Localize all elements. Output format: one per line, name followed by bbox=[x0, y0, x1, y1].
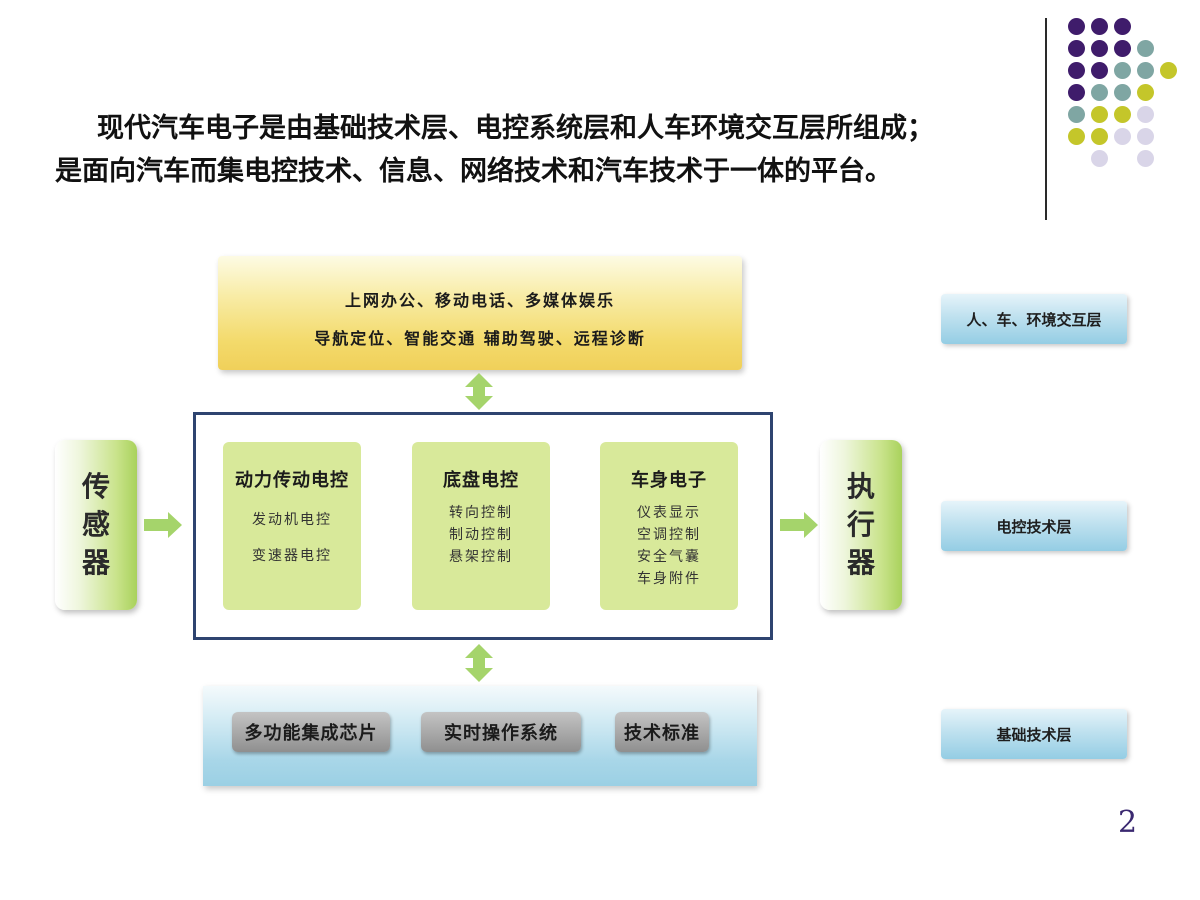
module-item: 转向控制 bbox=[449, 505, 513, 521]
intro-text: 现代汽车电子是由基础技术层、电控系统层和人车环境交互层所组成； 是面向汽车而集电… bbox=[55, 108, 1035, 193]
module-item: 制动控制 bbox=[449, 527, 513, 543]
decorative-dot bbox=[1137, 106, 1154, 123]
decorative-dot bbox=[1114, 40, 1131, 57]
label-interaction-layer: 人、车、环境交互层 bbox=[941, 294, 1127, 344]
sensor-char: 器 bbox=[81, 546, 110, 579]
module-item: 发动机电控 bbox=[252, 512, 332, 528]
up-down-arrow-icon bbox=[465, 644, 493, 682]
actuator-char: 器 bbox=[846, 546, 875, 579]
intro-line-1: 现代汽车电子是由基础技术层、电控系统层和人车环境交互层所组成； bbox=[97, 113, 934, 144]
control-system-frame: 动力传动电控 发动机电控 变速器电控 底盘电控 转向控制 制动控制 悬架控制 车… bbox=[193, 412, 773, 640]
decorative-dot bbox=[1114, 128, 1131, 145]
module-item: 空调控制 bbox=[637, 527, 701, 543]
decorative-dot bbox=[1068, 62, 1085, 79]
decorative-dot bbox=[1091, 40, 1108, 57]
module-title: 车身电子 bbox=[631, 470, 707, 491]
foundation-layer-box: 多功能集成芯片 实时操作系统 技术标准 bbox=[203, 686, 757, 786]
module-item: 车身附件 bbox=[637, 571, 701, 587]
header-divider bbox=[1045, 18, 1047, 220]
actuator-char: 执 bbox=[846, 470, 875, 503]
module-title: 动力传动电控 bbox=[235, 470, 349, 491]
decorative-dot bbox=[1091, 84, 1108, 101]
decorative-dot bbox=[1137, 150, 1154, 167]
module-item: 悬架控制 bbox=[449, 549, 513, 565]
decorative-dot-grid bbox=[1068, 18, 1188, 198]
decorative-dot bbox=[1137, 128, 1154, 145]
decorative-dot bbox=[1137, 84, 1154, 101]
decorative-dot bbox=[1091, 18, 1108, 35]
interaction-layer-box: 上网办公、移动电话、多媒体娱乐 导航定位、智能交通 辅助驾驶、远程诊断 bbox=[218, 256, 742, 370]
module-item: 安全气囊 bbox=[637, 549, 701, 565]
chip-rtos: 实时操作系统 bbox=[421, 712, 581, 752]
sensor-char: 感 bbox=[81, 508, 110, 541]
actuator-box: 执 行 器 bbox=[820, 440, 902, 610]
module-body-electronics: 车身电子 仪表显示 空调控制 安全气囊 车身附件 bbox=[600, 442, 738, 610]
right-arrow-icon bbox=[780, 512, 818, 538]
decorative-dot bbox=[1091, 150, 1108, 167]
decorative-dot bbox=[1114, 84, 1131, 101]
decorative-dot bbox=[1091, 62, 1108, 79]
decorative-dot bbox=[1091, 106, 1108, 123]
decorative-dot bbox=[1137, 40, 1154, 57]
module-chassis: 底盘电控 转向控制 制动控制 悬架控制 bbox=[412, 442, 550, 610]
decorative-dot bbox=[1068, 18, 1085, 35]
up-down-arrow-icon bbox=[465, 373, 493, 410]
decorative-dot bbox=[1091, 128, 1108, 145]
module-powertrain: 动力传动电控 发动机电控 变速器电控 bbox=[223, 442, 361, 610]
decorative-dot bbox=[1114, 18, 1131, 35]
chip-standards: 技术标准 bbox=[615, 712, 709, 752]
intro-line-2: 是面向汽车而集电控技术、信息、网络技术和汽车技术于一体的平台。 bbox=[55, 155, 892, 187]
decorative-dot bbox=[1114, 106, 1131, 123]
module-item: 仪表显示 bbox=[637, 505, 701, 521]
decorative-dot bbox=[1137, 62, 1154, 79]
label-control-layer: 电控技术层 bbox=[941, 501, 1127, 551]
sensor-char: 传 bbox=[81, 470, 110, 503]
decorative-dot bbox=[1068, 40, 1085, 57]
chip-multifunction-ic: 多功能集成芯片 bbox=[232, 712, 390, 752]
interaction-layer-line-2: 导航定位、智能交通 辅助驾驶、远程诊断 bbox=[314, 329, 646, 348]
label-foundation-layer: 基础技术层 bbox=[941, 709, 1127, 759]
decorative-dot bbox=[1068, 128, 1085, 145]
module-item: 变速器电控 bbox=[252, 548, 332, 564]
actuator-char: 行 bbox=[846, 508, 875, 541]
sensor-box: 传 感 器 bbox=[55, 440, 137, 610]
module-title: 底盘电控 bbox=[443, 470, 519, 491]
decorative-dot bbox=[1068, 84, 1085, 101]
decorative-dot bbox=[1160, 62, 1177, 79]
decorative-dot bbox=[1068, 106, 1085, 123]
page-number: 2 bbox=[1118, 805, 1138, 840]
right-arrow-icon bbox=[144, 512, 182, 538]
interaction-layer-line-1: 上网办公、移动电话、多媒体娱乐 bbox=[344, 291, 615, 310]
decorative-dot bbox=[1114, 62, 1131, 79]
